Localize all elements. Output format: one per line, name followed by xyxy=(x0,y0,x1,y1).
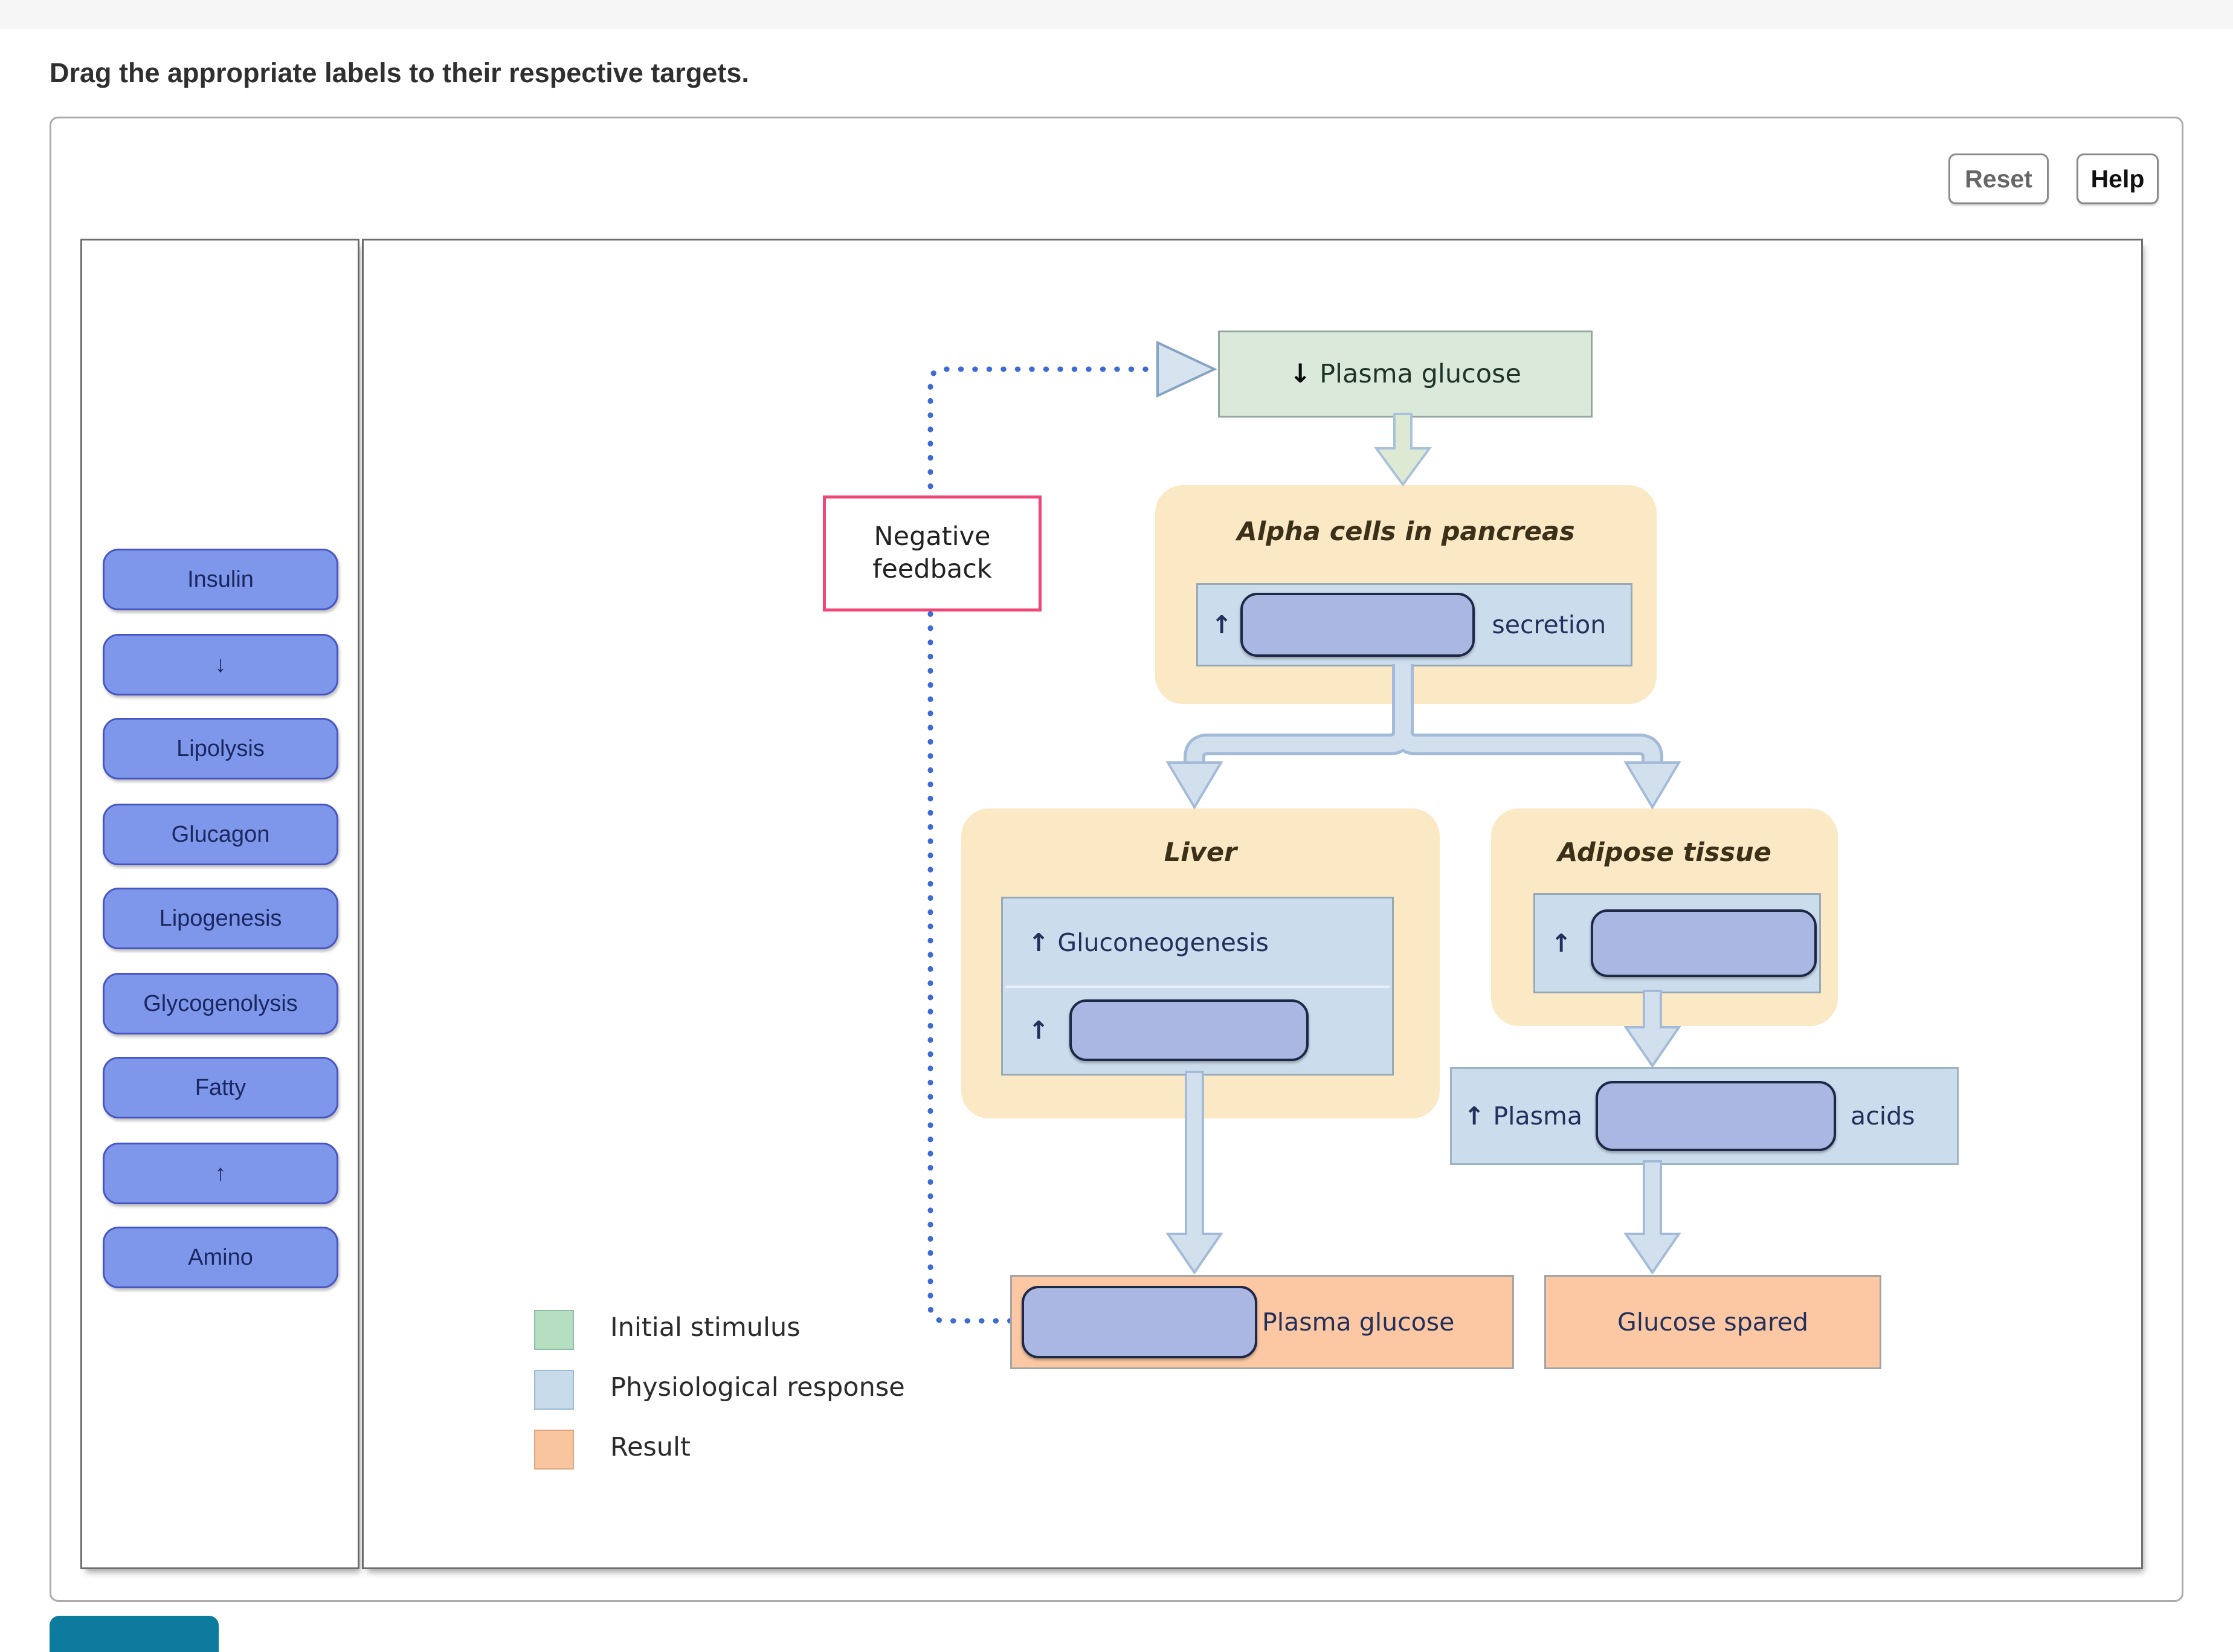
label-chip-lipogenesis[interactable]: Lipogenesis xyxy=(103,888,338,949)
acids-label: acids xyxy=(1851,1102,1915,1131)
drop-target-glucose-change[interactable] xyxy=(1022,1286,1257,1358)
reset-button[interactable]: Reset xyxy=(1948,153,2049,204)
liver-title: Liver xyxy=(1164,837,1237,868)
instruction-text: Drag the appropriate labels to their res… xyxy=(50,57,749,88)
increase-arrow-icon: ↑ xyxy=(1464,1102,1485,1131)
alpha-cells-box: Alpha cells in pancreas ↑ secretion xyxy=(1155,485,1657,704)
negative-feedback-box: Negative feedback xyxy=(823,495,1042,611)
legend-swatch-physiological-response xyxy=(534,1370,574,1410)
liver-box: Liver ↑ Gluconeogenesis ↑ xyxy=(961,808,1440,1118)
label-chip-down-arrow[interactable]: ↓ xyxy=(103,634,338,695)
drop-target-liver-process[interactable] xyxy=(1069,999,1309,1061)
drop-target-adipose-process[interactable] xyxy=(1591,909,1817,977)
label-chip-up-arrow[interactable]: ↑ xyxy=(103,1143,338,1204)
legend-label-physiological-response: Physiological response xyxy=(610,1372,905,1402)
result-plasma-glucose-box: Plasma glucose xyxy=(1010,1275,1514,1369)
glucose-spared-label: Glucose spared xyxy=(1617,1308,1809,1337)
page-top-band xyxy=(0,0,2233,29)
stimulus-label: Plasma glucose xyxy=(1320,359,1521,389)
label-bank: Insulin ↓ Lipolysis Glucagon Lipogenesis… xyxy=(80,239,359,1569)
gluconeogenesis-label: Gluconeogenesis xyxy=(1057,928,1269,957)
legend-swatch-initial-stimulus xyxy=(534,1310,574,1350)
label-chip-glycogenolysis[interactable]: Glycogenolysis xyxy=(103,973,338,1034)
negative-feedback-label: Negative feedback xyxy=(872,521,992,584)
legend-label-initial-stimulus: Initial stimulus xyxy=(610,1312,801,1343)
adipose-tissue-title: Adipose tissue xyxy=(1558,837,1771,868)
secretion-label: secretion xyxy=(1492,610,1606,639)
drop-target-secretion[interactable] xyxy=(1240,593,1475,657)
decrease-arrow-icon: ↓ xyxy=(1289,359,1312,389)
label-chip-insulin[interactable]: Insulin xyxy=(103,549,338,610)
initial-stimulus-box: ↓ Plasma glucose xyxy=(1218,331,1593,418)
legend-swatch-result xyxy=(534,1430,574,1470)
label-chip-lipolysis[interactable]: Lipolysis xyxy=(103,718,338,779)
alpha-cells-title: Alpha cells in pancreas xyxy=(1237,517,1575,547)
adipose-tissue-box: Adipose tissue ↑ xyxy=(1491,808,1838,1026)
increase-arrow-icon: ↑ xyxy=(1028,1015,1049,1045)
alpha-response-box: ↑ secretion xyxy=(1196,583,1632,666)
increase-arrow-icon: ↑ xyxy=(1551,929,1572,958)
plasma-label: Plasma xyxy=(1493,1102,1583,1131)
submit-button-partial[interactable] xyxy=(50,1616,219,1652)
label-chip-glucagon[interactable]: Glucagon xyxy=(103,804,338,865)
liver-response-box: ↑ Gluconeogenesis ↑ xyxy=(1001,897,1394,1076)
adipose-response-box: ↑ xyxy=(1533,893,1821,993)
label-chip-amino[interactable]: Amino xyxy=(103,1227,338,1288)
increase-arrow-icon: ↑ xyxy=(1028,928,1049,957)
plasma-glucose-result-label: Plasma glucose xyxy=(1262,1308,1455,1337)
help-button[interactable]: Help xyxy=(2077,153,2159,204)
increase-arrow-icon: ↑ xyxy=(1211,610,1232,639)
drop-target-acid-type[interactable] xyxy=(1596,1081,1837,1151)
plasma-acids-box: ↑ Plasma acids xyxy=(1450,1067,1959,1165)
label-chip-fatty[interactable]: Fatty xyxy=(103,1057,338,1118)
legend-label-result: Result xyxy=(610,1432,691,1462)
result-glucose-spared-box: Glucose spared xyxy=(1544,1275,1881,1369)
row-divider xyxy=(1005,986,1390,988)
